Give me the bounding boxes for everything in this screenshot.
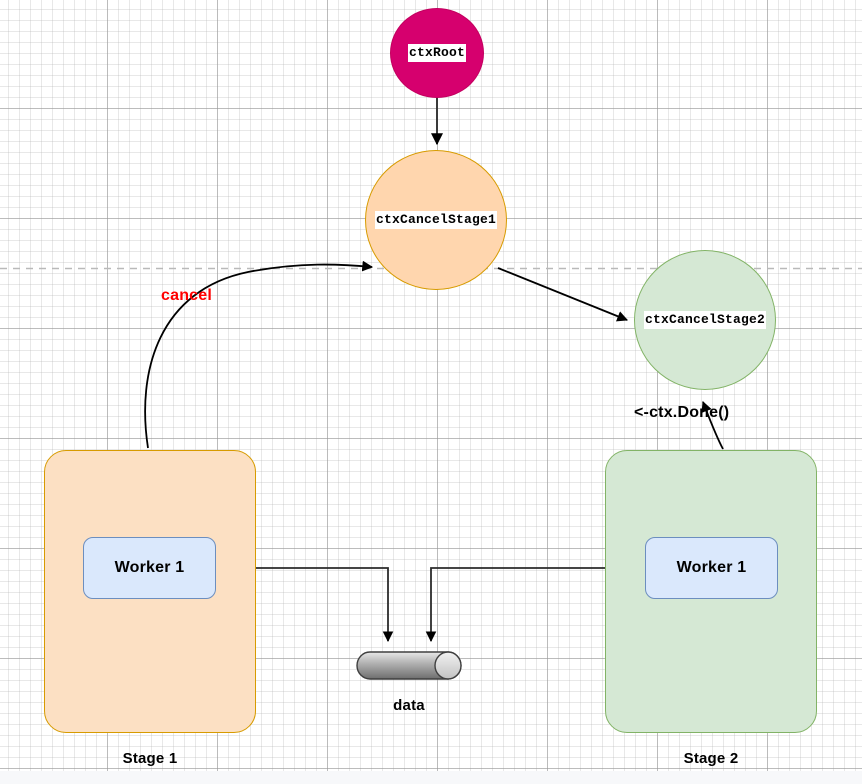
stage-2-caption: Stage 2 <box>683 750 739 767</box>
edge-label-ctx-done: <-ctx.Done() <box>634 404 730 421</box>
node-ctx-cancel-stage2[interactable]: ctxCancelStage2 <box>634 250 776 390</box>
data-cylinder-shape <box>356 651 462 680</box>
node-ctx-cancel-stage2-label: ctxCancelStage2 <box>643 310 767 330</box>
node-ctx-root-label: ctxRoot <box>407 43 466 63</box>
worker-1-stage-2[interactable]: Worker 1 <box>645 537 778 599</box>
node-ctx-cancel-stage1-label: ctxCancelStage1 <box>374 210 498 230</box>
stage-1-caption: Stage 1 <box>122 750 178 767</box>
node-ctx-cancel-stage1[interactable]: ctxCancelStage1 <box>365 150 507 290</box>
data-caption: data <box>393 697 425 714</box>
node-ctx-root[interactable]: ctxRoot <box>390 8 484 98</box>
worker-1-stage-1[interactable]: Worker 1 <box>83 537 216 599</box>
horizontal-scrollbar-track[interactable] <box>0 771 862 784</box>
edge-ctxcancelstage1-to-ctxcancelstage2 <box>497 267 629 322</box>
edge-label-cancel: cancel <box>161 287 213 304</box>
